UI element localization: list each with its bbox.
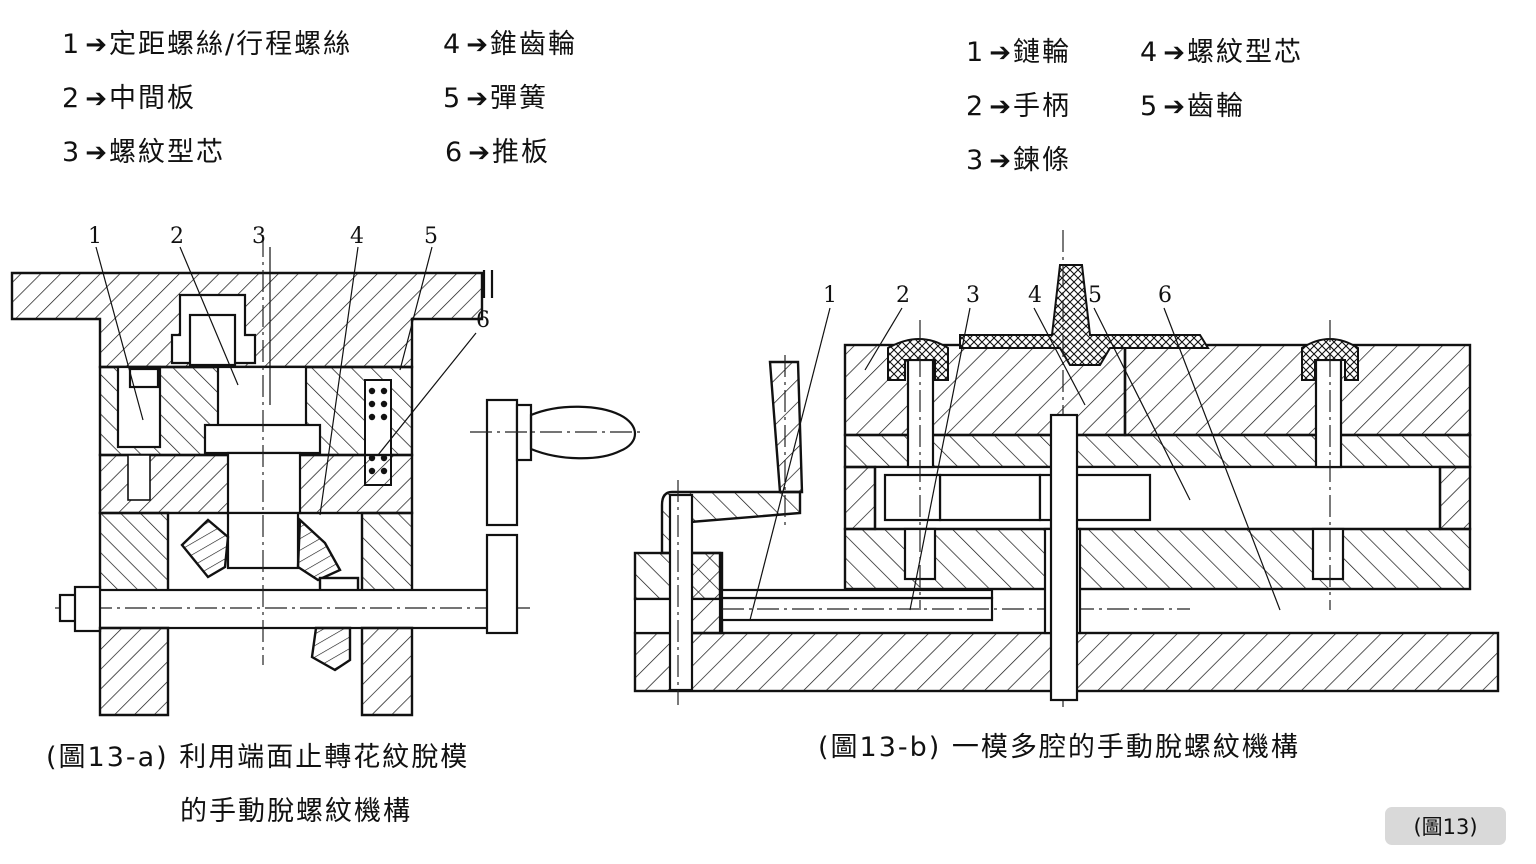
- legend-number: 2: [966, 91, 984, 122]
- arrow-right-icon: ➔: [85, 84, 107, 114]
- callout-1: 1: [823, 283, 837, 308]
- arrow-right-icon: ➔: [85, 138, 107, 168]
- legend-number: 6: [445, 137, 463, 168]
- legend-b-item-1: 1➔鏈輪: [966, 37, 1071, 69]
- legend-number: 1: [966, 37, 984, 68]
- handle[interactable]: [768, 360, 804, 494]
- callout-3: 3: [966, 283, 980, 308]
- legend-number: 5: [1140, 91, 1158, 122]
- legend-label: 中間板: [108, 83, 196, 114]
- legend-a-item-2: 2➔中間板: [62, 83, 196, 115]
- legend-a-item-6: 6➔推板: [445, 137, 550, 169]
- moulded-part: [887, 264, 1359, 381]
- threaded-core-right: [1314, 358, 1343, 469]
- legend-label: 推板: [491, 137, 550, 168]
- legend-number: 1: [62, 29, 80, 60]
- legend-b-item-2: 2➔手柄: [966, 91, 1071, 123]
- legend-number: 4: [443, 29, 461, 60]
- callout-4: 4: [350, 224, 364, 249]
- arrow-right-icon: ➔: [989, 146, 1011, 176]
- legend-a-item-1: 1➔定距螺絲/行程螺絲: [62, 29, 352, 61]
- legend-number: 5: [443, 83, 461, 114]
- caption-figure-13a-line2: 的手動脫螺紋機構: [180, 796, 412, 827]
- arrow-right-icon: ➔: [1163, 38, 1185, 68]
- arrow-right-icon: ➔: [85, 30, 107, 60]
- callout-2: 2: [896, 283, 910, 308]
- legend-label: 螺紋型芯: [108, 137, 225, 168]
- arrow-right-icon: ➔: [466, 84, 488, 114]
- legend-number: 3: [966, 145, 984, 176]
- legend-label: 齒輪: [1186, 91, 1245, 122]
- callout-6: 6: [1158, 283, 1172, 308]
- legend-label: 鏈輪: [1012, 37, 1071, 68]
- caption-figure-13b: (圖13-b) 一模多腔的手動脫螺紋機構: [818, 732, 1300, 763]
- centre-shaft: [1049, 413, 1079, 702]
- figure-number-badge: (圖13): [1385, 807, 1506, 845]
- arrow-right-icon: ➔: [466, 30, 488, 60]
- figure-13b-drawing: 1 2 3 4 5 6: [633, 230, 1500, 708]
- arrow-right-icon: ➔: [1163, 92, 1185, 122]
- callout-6: 6: [476, 308, 490, 333]
- legend-a-item-3: 3➔螺紋型芯: [62, 137, 225, 169]
- legend-label: 鍊條: [1012, 145, 1071, 176]
- callout-1: 1: [88, 224, 102, 249]
- crank-plate-upper: [485, 398, 519, 527]
- legend-number: 2: [62, 83, 80, 114]
- legend-a-item-4: 4➔錐齒輪: [443, 29, 577, 61]
- legend-b-item-5: 5➔齒輪: [1140, 91, 1245, 123]
- arrow-right-icon: ➔: [989, 38, 1011, 68]
- legend-label: 彈簧: [489, 83, 548, 114]
- legend-label: 螺紋型芯: [1186, 37, 1303, 68]
- legend-number: 3: [62, 137, 80, 168]
- callout-5: 5: [424, 224, 438, 249]
- caption-figure-13a-line1: (圖13-a) 利用端面止轉花紋脫模: [46, 742, 470, 773]
- callout-4: 4: [1028, 283, 1042, 308]
- legend-number: 4: [1140, 37, 1158, 68]
- arrow-right-icon: ➔: [468, 138, 490, 168]
- callout-3: 3: [252, 224, 266, 249]
- bevel-gear-left: [180, 518, 230, 579]
- legend-a-item-5: 5➔彈簧: [443, 83, 548, 115]
- callout-5: 5: [1088, 283, 1102, 308]
- sprocket-shaft: [668, 493, 694, 692]
- arrow-right-icon: ➔: [989, 92, 1011, 122]
- gear: [938, 473, 1042, 522]
- legend-b-item-4: 4➔螺紋型芯: [1140, 37, 1303, 69]
- crank-plate-lower: [485, 533, 519, 635]
- legend-label: 錐齒輪: [489, 29, 577, 60]
- callout-2: 2: [170, 224, 184, 249]
- figure-13a-drawing: 1 2 3 4 5 6: [10, 224, 640, 717]
- legend-label: 定距螺絲/行程螺絲: [108, 29, 353, 60]
- legend-b-item-3: 3➔鍊條: [966, 145, 1071, 177]
- crank-handle-knob[interactable]: [529, 405, 637, 460]
- drive-shaft: [96, 588, 490, 630]
- crank-arm: [660, 490, 802, 555]
- bevel-gear-right: [296, 517, 342, 582]
- legend-label: 手柄: [1012, 91, 1071, 122]
